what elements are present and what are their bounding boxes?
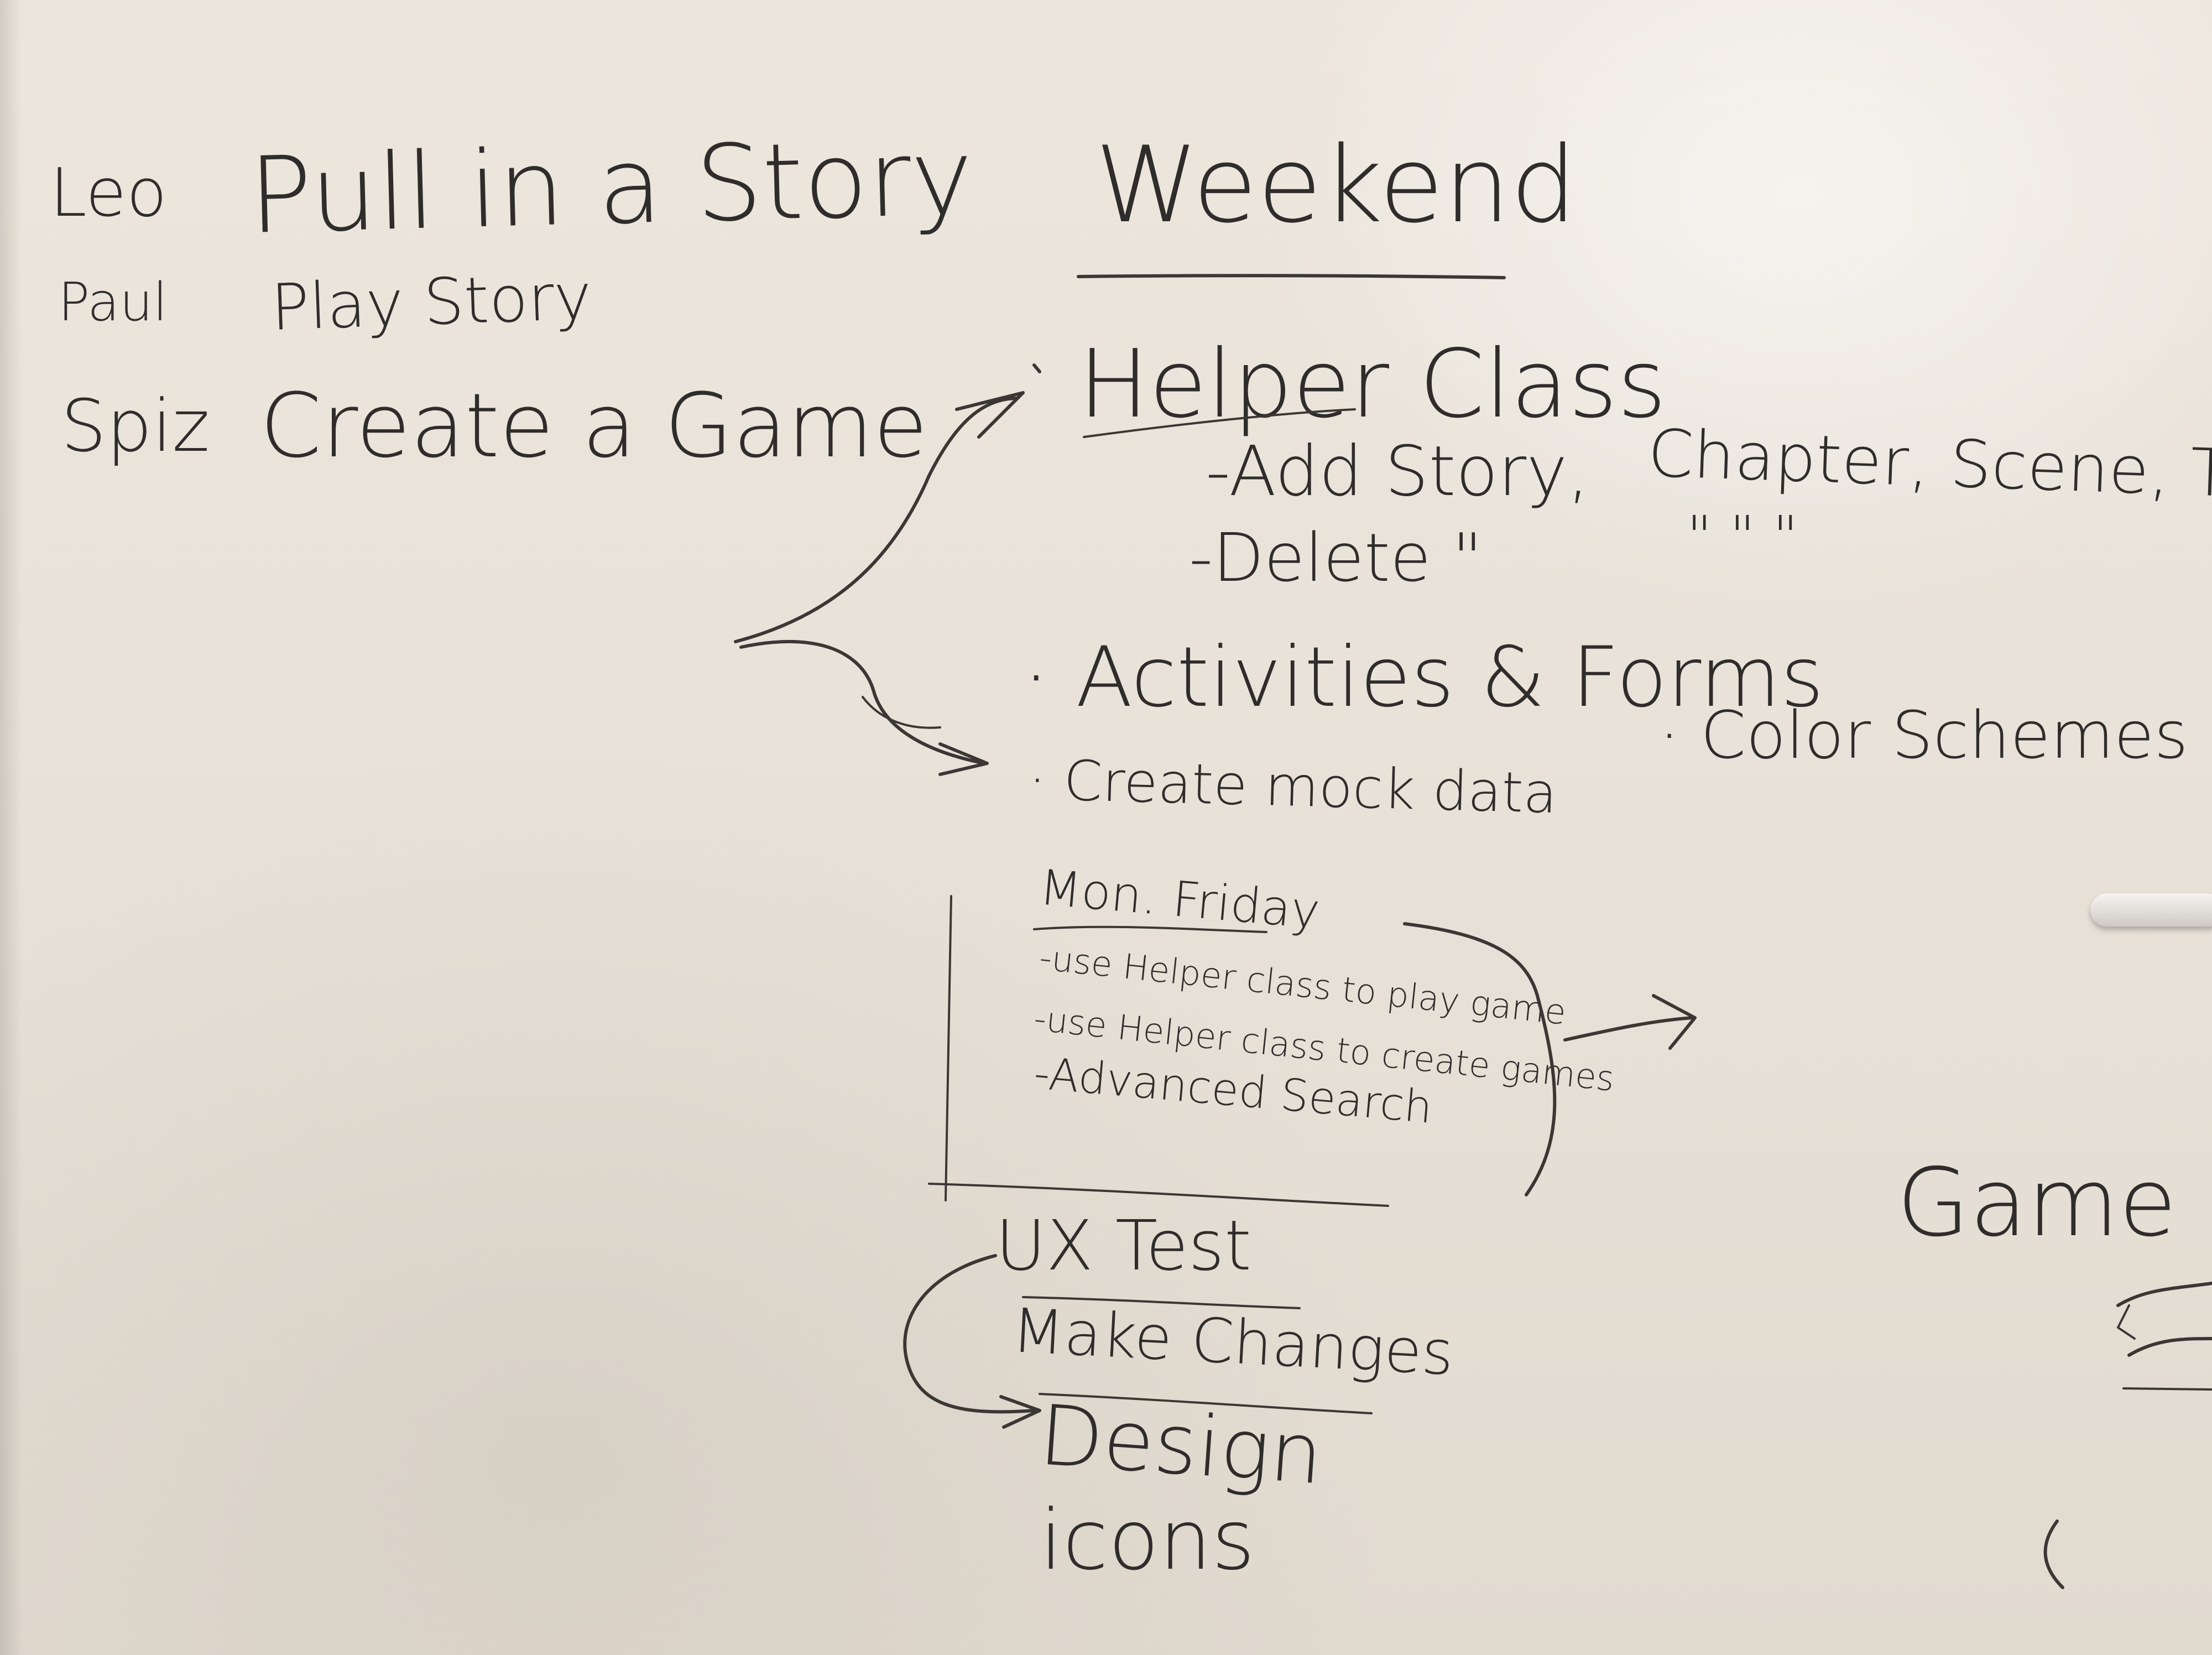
scribble — [862, 696, 941, 729]
arrow-right — [1563, 1016, 1694, 1042]
bullet-mark — [1032, 363, 1041, 373]
arrow-head — [955, 391, 1025, 439]
marker-tray — [2090, 893, 2212, 927]
color-schemes-item: · Color Schemes — [1659, 697, 2188, 773]
person-name: Paul — [58, 272, 168, 333]
game-label: Game — [1897, 1148, 2177, 1258]
weekend-underline — [1077, 274, 1506, 279]
process-step: UX Test — [995, 1206, 1252, 1286]
make-changes-underline — [1022, 1296, 1301, 1309]
squiggle-line — [2127, 1337, 2212, 1357]
arrow-head — [1652, 994, 1697, 1050]
helper-underline — [1083, 408, 1356, 438]
ditto-marks: " " " — [1687, 504, 1798, 569]
arrow-head — [938, 742, 989, 776]
board-edge-shadow — [0, 0, 22, 1655]
person-name: Leo — [50, 155, 167, 232]
bracket-mark — [2043, 1519, 2064, 1589]
weekday-divider — [928, 1183, 1389, 1207]
arrow-to-mock-data — [739, 639, 986, 765]
design-overline — [1039, 1393, 1373, 1414]
delete-item: -Delete " — [1189, 520, 1483, 597]
task-label: Create a Game — [260, 374, 928, 477]
squiggle-line — [2117, 1304, 2136, 1340]
arrow-head — [999, 1395, 1041, 1429]
weekday-right-brace — [1403, 922, 1557, 1196]
squiggle-line — [2116, 1282, 2212, 1307]
add-story-item: -Add Story, — [1206, 431, 1590, 512]
helper-class-label: Helper Class — [1078, 330, 1667, 439]
loop-arrow — [903, 1254, 1036, 1414]
squiggle-line — [2122, 1387, 2212, 1391]
activities-forms-item: · Activities & Forms — [1023, 629, 1824, 726]
arrow-to-helper — [734, 397, 1019, 643]
monfri-underline — [1033, 925, 1267, 933]
person-name: Spiz — [61, 384, 210, 468]
weekday-bracket-line — [945, 895, 952, 1201]
weekend-heading: Weekend — [1095, 124, 1577, 246]
process-step: icons — [1040, 1492, 1255, 1589]
